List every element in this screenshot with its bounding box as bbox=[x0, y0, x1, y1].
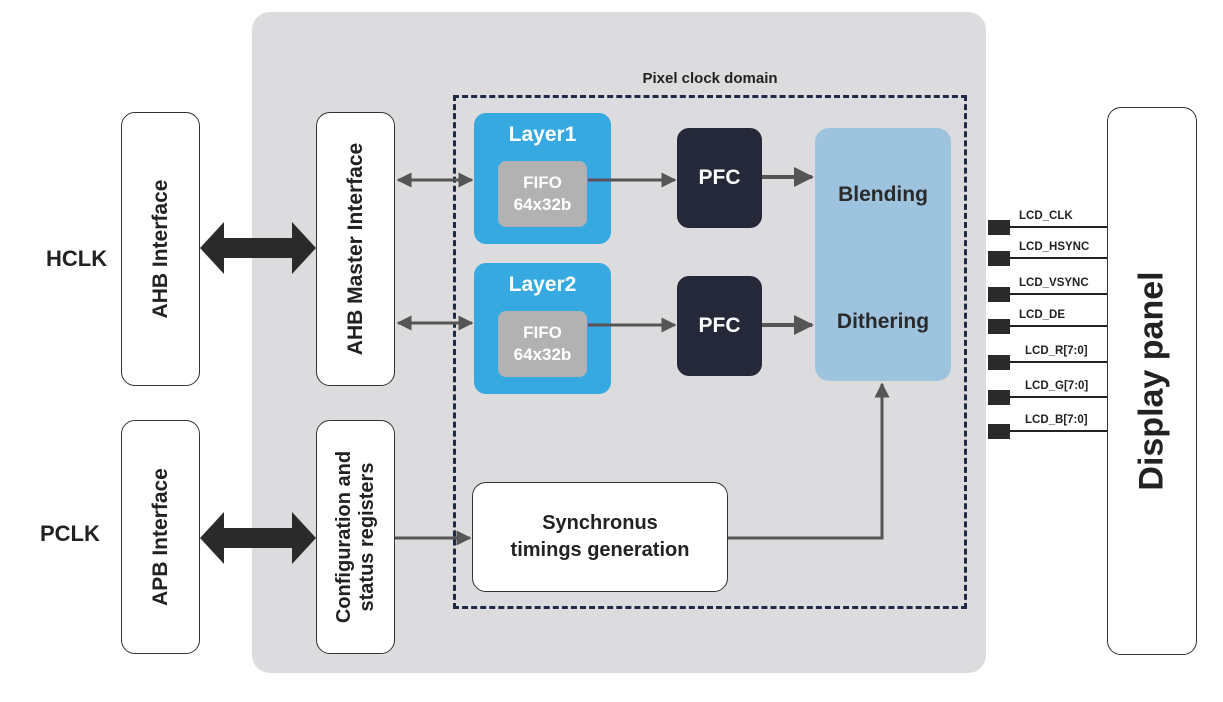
pfc1-block: PFC bbox=[677, 128, 762, 228]
config-registers-block: Configuration and status registers bbox=[316, 420, 395, 654]
layer1-title: Layer1 bbox=[508, 123, 577, 146]
pclk-bus-arrow bbox=[200, 512, 316, 564]
blending-dithering-block: Blending Dithering bbox=[815, 128, 951, 381]
signal-label: LCD_DE bbox=[1019, 309, 1066, 321]
signal-label: LCD_VSYNC bbox=[1019, 277, 1089, 289]
signal-lines bbox=[988, 220, 1107, 439]
pixel-clock-domain-label: Pixel clock domain bbox=[642, 70, 778, 87]
hclk-bus-arrow bbox=[200, 222, 316, 274]
sync-label-line2: timings generation bbox=[510, 539, 690, 561]
layer1-fifo-size: 64x32b bbox=[513, 195, 572, 214]
layer2-fifo-size: 64x32b bbox=[513, 345, 572, 364]
layer2-fifo-label: FIFO bbox=[523, 323, 562, 342]
layer2-block: Layer2 FIFO 64x32b bbox=[474, 263, 611, 394]
pfc2-block: PFC bbox=[677, 276, 762, 376]
layer1-fifo-label: FIFO bbox=[523, 173, 562, 192]
sync-label-line1: Synchronus bbox=[542, 512, 658, 534]
signal-label: LCD_B[7:0] bbox=[1025, 414, 1088, 426]
ahb-master-interface-block: AHB Master Interface bbox=[316, 112, 395, 386]
signal-label: LCD_HSYNC bbox=[1019, 241, 1090, 253]
signal-label: LCD_CLK bbox=[1019, 210, 1073, 222]
layer1-block: Layer1 FIFO 64x32b bbox=[474, 113, 611, 244]
display-panel-block: Display panel bbox=[1107, 107, 1197, 655]
blending-label: Blending bbox=[838, 183, 928, 206]
hclk-label: HCLK bbox=[46, 246, 108, 271]
layer2-fifo: FIFO 64x32b bbox=[498, 311, 587, 377]
signal-label: LCD_G[7:0] bbox=[1025, 380, 1089, 392]
apb-interface-block: APB Interface bbox=[121, 420, 200, 654]
layer1-fifo: FIFO 64x32b bbox=[498, 161, 587, 227]
pixel-clock-domain-boundary bbox=[453, 95, 967, 609]
ahb-interface-block: AHB Interface bbox=[121, 112, 200, 386]
pclk-label: PCLK bbox=[40, 521, 100, 546]
dithering-label: Dithering bbox=[836, 310, 930, 333]
signal-label: LCD_R[7:0] bbox=[1025, 345, 1088, 357]
sync-timings-block: Synchronus timings generation bbox=[472, 482, 728, 592]
sync-dither-arrow bbox=[728, 382, 890, 540]
layer2-title: Layer2 bbox=[508, 273, 577, 296]
